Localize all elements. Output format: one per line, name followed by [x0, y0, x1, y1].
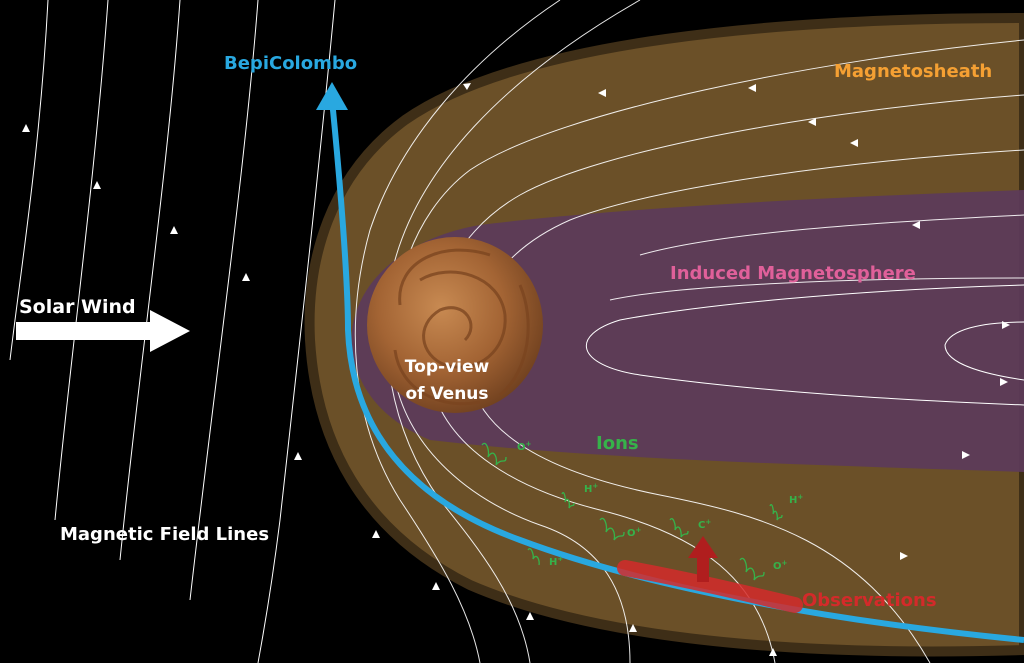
induced-magnetosphere-label: Induced Magnetosphere — [670, 263, 916, 284]
ion-label: H+ — [549, 555, 563, 568]
ion-spiral-7 — [739, 557, 765, 581]
upstream-field-arrows — [22, 124, 302, 460]
ion-spiral-6 — [527, 548, 540, 566]
ion-spiral-1 — [481, 442, 507, 466]
ion-label: H+ — [789, 493, 803, 506]
ion-spiral-5 — [769, 504, 783, 521]
ion-spirals — [481, 442, 783, 581]
bepicolombo-label: BepiColombo — [224, 53, 357, 74]
venus-label-line2: of Venus — [405, 384, 488, 404]
ion-spiral-4 — [669, 518, 689, 538]
induced-magnetosphere-region — [351, 190, 1024, 472]
field-line-arrows — [372, 83, 1010, 656]
observations-label: Observations — [802, 590, 937, 611]
inner-tail-field-lines — [585, 284, 1024, 406]
solar-wind-label: Solar Wind — [19, 296, 136, 318]
ion-label: H+ — [584, 482, 598, 495]
magnetic-field-lines-label: Magnetic Field Lines — [60, 524, 269, 545]
venus-label-line1: Top-view — [405, 357, 490, 377]
ion-label: O+ — [773, 559, 788, 572]
observations-segment — [617, 560, 803, 613]
ion-spiral-2 — [561, 492, 575, 509]
trajectory-arrow-head — [316, 82, 348, 110]
upstream-field-lines — [9, 0, 336, 663]
ion-spiral-3 — [599, 517, 625, 541]
solar-wind-arrow — [16, 310, 190, 352]
ion-label: C+ — [698, 518, 711, 531]
ions-label: Ions — [596, 433, 639, 454]
magnetosheath-label: Magnetosheath — [834, 61, 992, 82]
observation-arrow — [688, 536, 718, 582]
venus-planet — [367, 237, 543, 413]
ion-label: O+ — [627, 526, 642, 539]
ion-label: O+ — [517, 440, 532, 453]
